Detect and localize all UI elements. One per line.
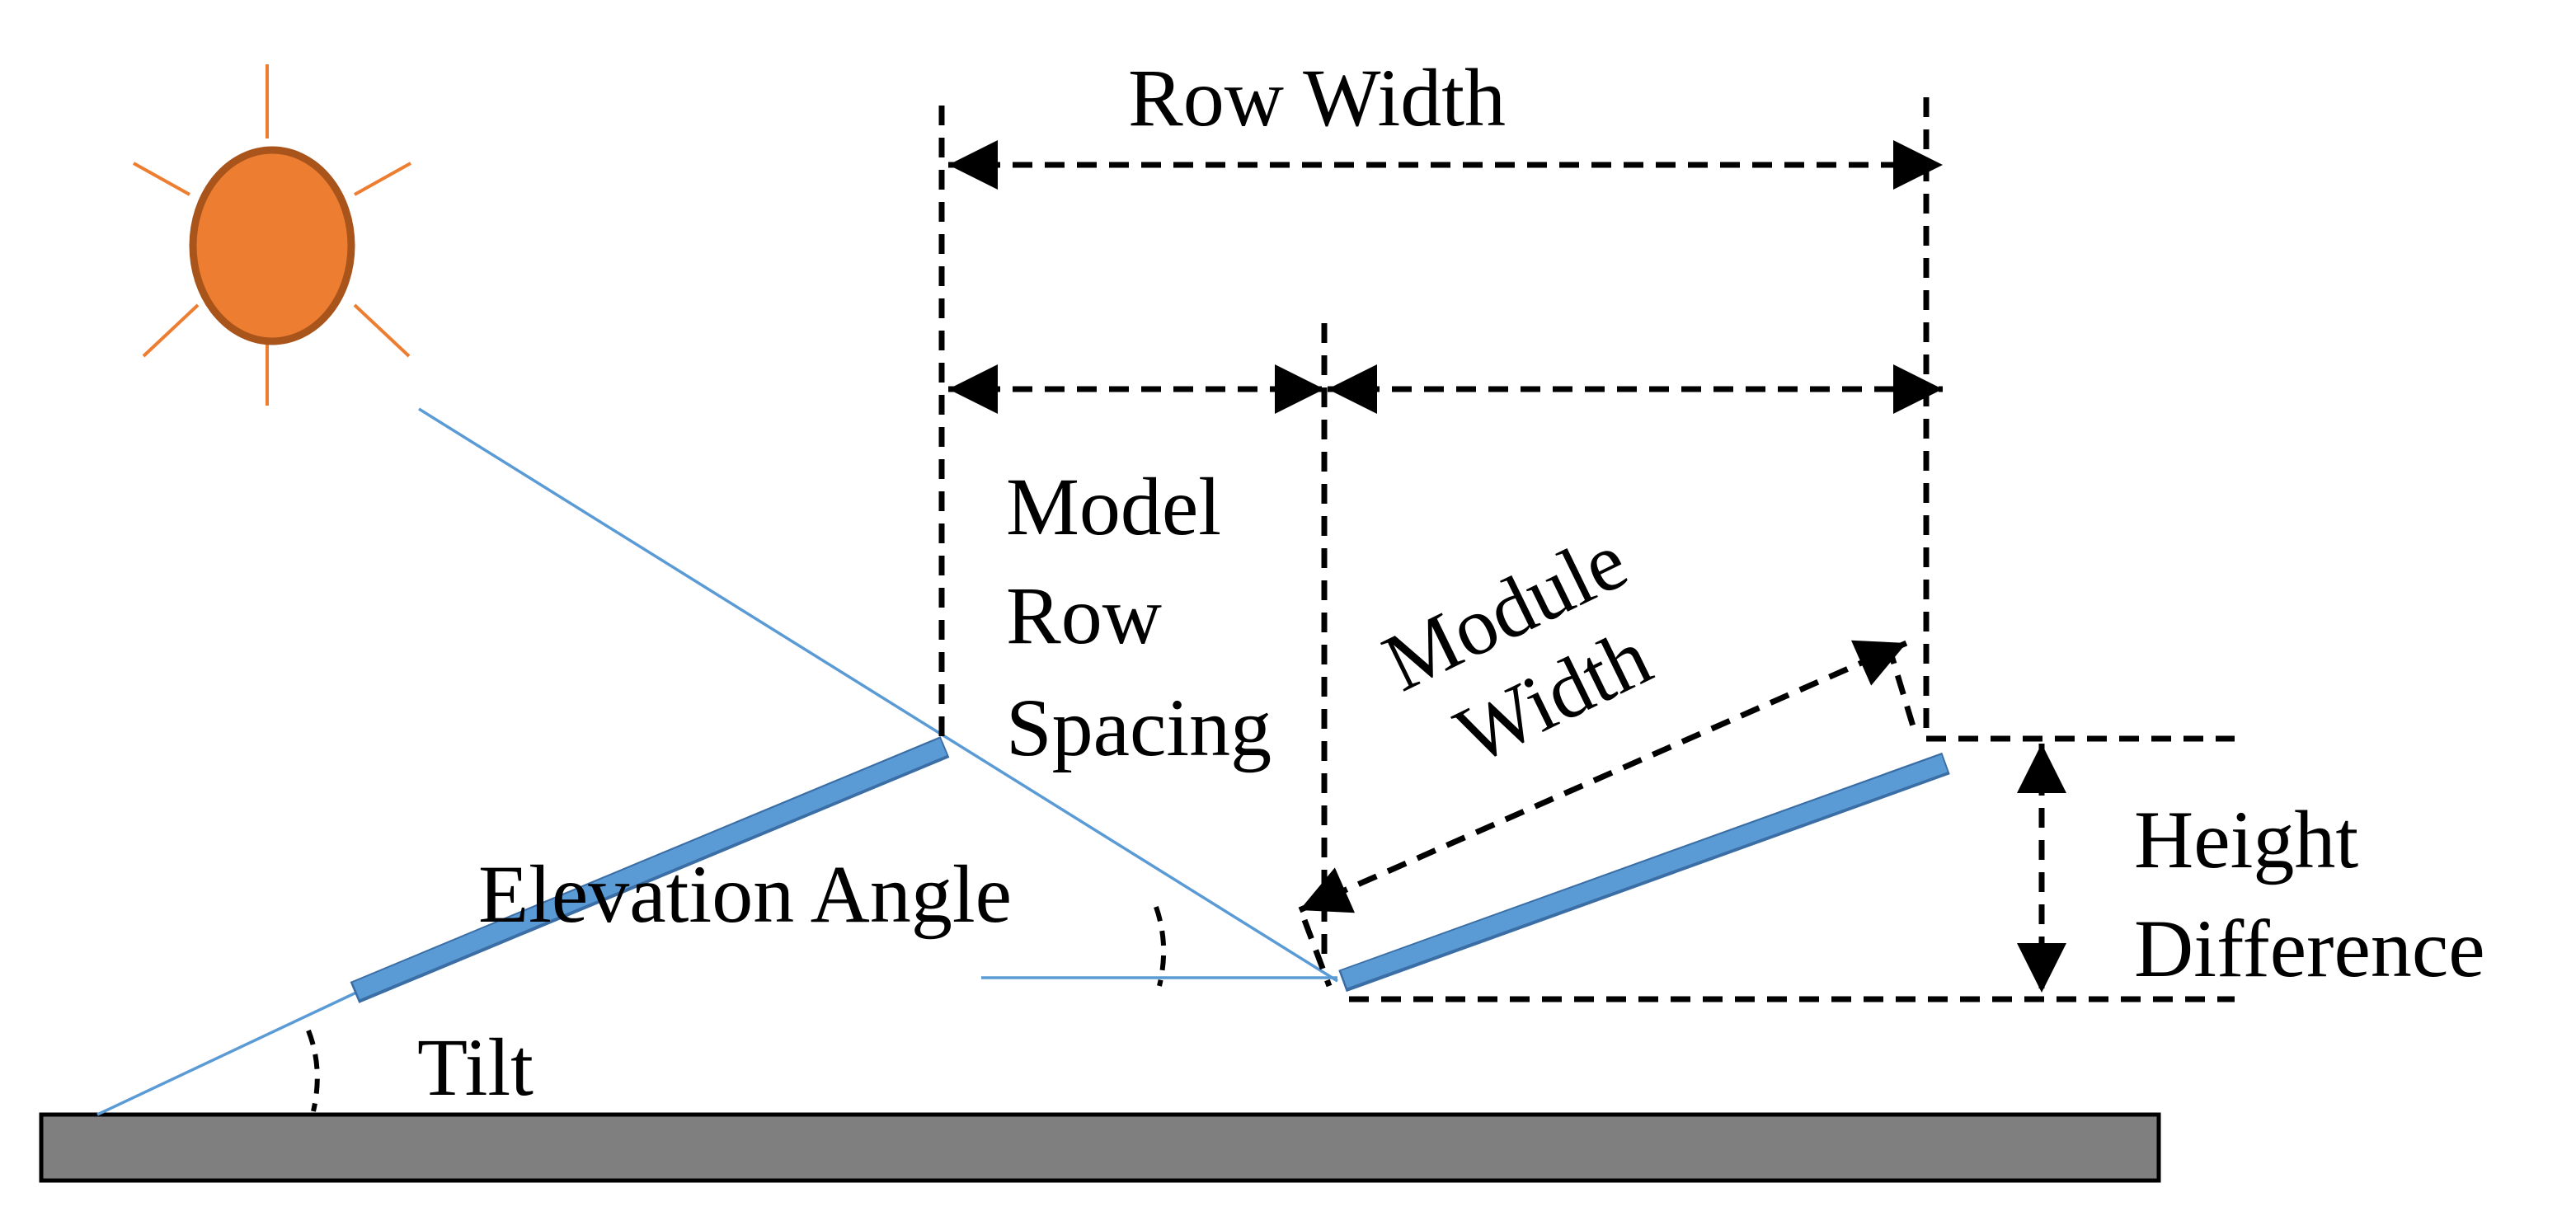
sun-sight-line bbox=[418, 407, 1338, 983]
model-row-spacing-line: Row bbox=[1006, 570, 1162, 661]
height-difference-label: Difference bbox=[2134, 903, 2485, 994]
model-row-spacing-line: Spacing bbox=[1006, 682, 1272, 773]
sun-ray bbox=[142, 303, 200, 358]
sun-ray bbox=[133, 162, 190, 196]
elevation-angle-label: Elevation Angle bbox=[478, 848, 1012, 940]
sun-ray bbox=[353, 303, 411, 358]
module-width-tick bbox=[1301, 918, 1333, 988]
module-width-arrow bbox=[1298, 640, 1908, 913]
tilt-label: Tilt bbox=[417, 1021, 534, 1113]
front-panel bbox=[350, 736, 950, 1003]
sun-ray bbox=[354, 162, 411, 196]
model-row-spacing-label: Model Row Spacing bbox=[1006, 461, 1272, 773]
row-width-label: Row Width bbox=[1128, 52, 1506, 143]
rear-panel bbox=[1338, 752, 1950, 993]
height-difference-label: Height bbox=[2134, 794, 2358, 885]
tilt-angle-arc bbox=[306, 1029, 320, 1112]
sun-icon bbox=[133, 64, 411, 406]
model-row-spacing-line: Model bbox=[1006, 461, 1221, 552]
elevation-angle-arc bbox=[1154, 906, 1167, 987]
tilt-reference-line bbox=[96, 991, 357, 1116]
module-width-tick bbox=[1885, 643, 1920, 739]
module-width-label-group: Module Width bbox=[1370, 514, 1664, 782]
ground-slab bbox=[39, 1112, 2161, 1183]
sun-disc bbox=[189, 146, 355, 345]
